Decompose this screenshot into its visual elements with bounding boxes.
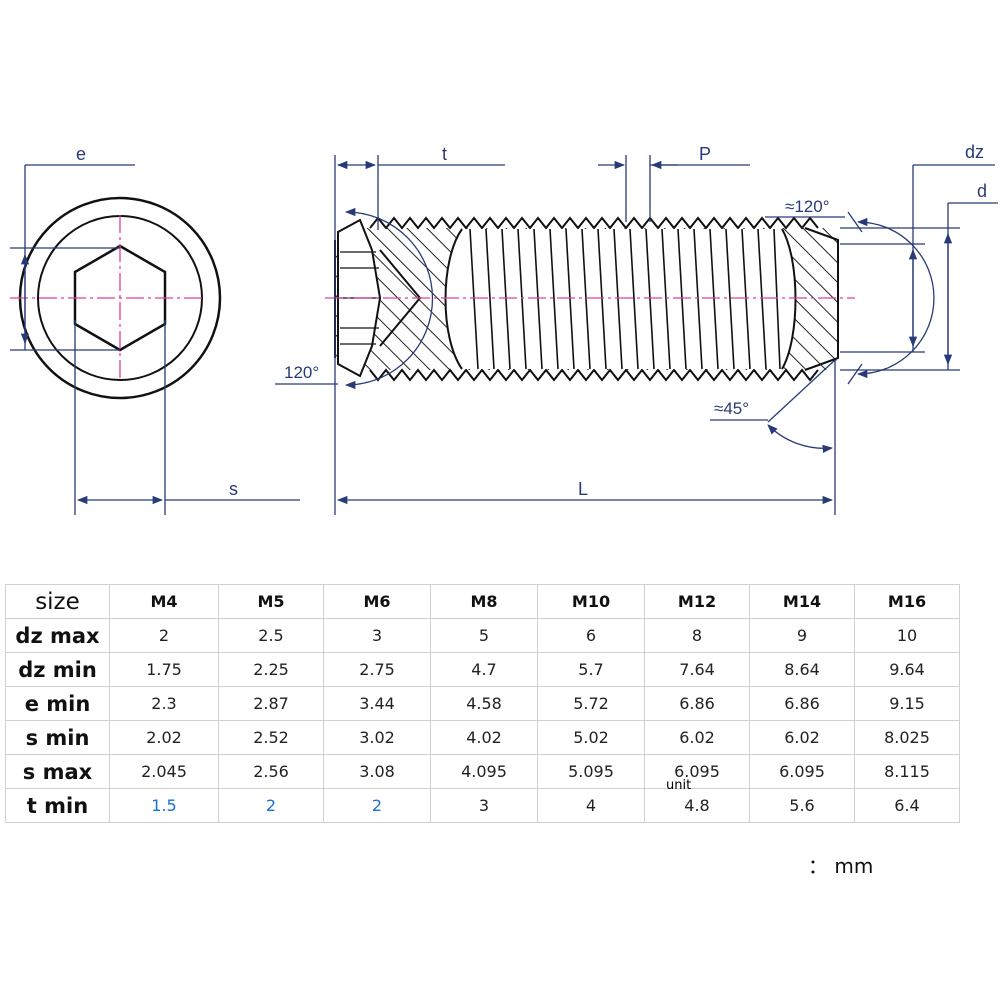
table-cell: 5.095 bbox=[537, 754, 645, 789]
angle-120-arc bbox=[856, 217, 935, 379]
table-corner: size bbox=[5, 584, 110, 619]
table-cell: 4.02 bbox=[430, 720, 538, 755]
table-row: s max 2.045 2.56 3.08 4.095 5.095 6.095 … bbox=[5, 754, 960, 789]
unit-overlay-text: unit bbox=[666, 778, 692, 793]
table-cell: 6.4 bbox=[854, 788, 960, 823]
table-cell: 2.5 bbox=[218, 618, 324, 653]
table-cell: 8.025 bbox=[854, 720, 960, 755]
column-header: M16 bbox=[854, 584, 960, 619]
table-cell: 3 bbox=[430, 788, 538, 823]
label-e: e bbox=[76, 144, 86, 164]
column-header: M4 bbox=[109, 584, 219, 619]
thread-flanks bbox=[469, 228, 781, 370]
row-header: s max bbox=[5, 754, 110, 789]
thread-top bbox=[369, 216, 819, 230]
label-angle-chamfer: ≈45° bbox=[714, 399, 749, 418]
table-cell: 2.56 bbox=[218, 754, 324, 789]
table-row: s min 2.02 2.52 3.02 4.02 5.02 6.02 6.02… bbox=[5, 720, 960, 755]
table-cell: 6.86 bbox=[749, 686, 855, 721]
row-header: s min bbox=[5, 720, 110, 755]
table-cell: 2.02 bbox=[109, 720, 219, 755]
table-cell: 4.7 bbox=[430, 652, 538, 687]
table-cell: 9.64 bbox=[854, 652, 960, 687]
table-cell: 1.5 bbox=[109, 788, 219, 823]
end-view bbox=[10, 164, 300, 515]
table-cell: 1.75 bbox=[109, 652, 219, 687]
label-s: s bbox=[229, 479, 238, 499]
table-cell: 9 bbox=[749, 618, 855, 653]
table-cell: 2.52 bbox=[218, 720, 324, 755]
technical-drawing: e s bbox=[10, 142, 998, 515]
table-cell: 5.72 bbox=[537, 686, 645, 721]
label-d: d bbox=[977, 181, 987, 201]
table-cell: 2 bbox=[218, 788, 324, 823]
table-cell: 2.045 bbox=[109, 754, 219, 789]
table-cell: 5 bbox=[430, 618, 538, 653]
table-cell: 2.3 bbox=[109, 686, 219, 721]
table-cell: 4.095 bbox=[430, 754, 538, 789]
table-cell: 6.86 bbox=[644, 686, 750, 721]
table-cell: 10 bbox=[854, 618, 960, 653]
column-header: M8 bbox=[430, 584, 538, 619]
table-cell: 6 bbox=[537, 618, 645, 653]
angle-45-arc bbox=[767, 424, 834, 454]
column-header: M6 bbox=[323, 584, 431, 619]
table-cell: 3.08 bbox=[323, 754, 431, 789]
table-header-row: size M4 M5 M6 M8 M10 M12 M14 M16 bbox=[5, 584, 960, 619]
table-cell: 2.25 bbox=[218, 652, 324, 687]
label-angle-top: ≈120° bbox=[785, 197, 830, 216]
table-row: dz min 1.75 2.25 2.75 4.7 5.7 7.64 8.64 … bbox=[5, 652, 960, 687]
table-cell: 4.58 bbox=[430, 686, 538, 721]
row-header: dz min bbox=[5, 652, 110, 687]
spec-table: size M4 M5 M6 M8 M10 M12 M14 M16 dz max … bbox=[5, 584, 960, 823]
table-cell: 2 bbox=[109, 618, 219, 653]
angle-120-socket-arc bbox=[344, 207, 434, 390]
table-cell: 3 bbox=[323, 618, 431, 653]
label-dz: dz bbox=[965, 142, 984, 162]
thread-visible-region bbox=[444, 228, 797, 370]
table-cell: 6.02 bbox=[749, 720, 855, 755]
table-cell: 3.44 bbox=[323, 686, 431, 721]
table-cell: 8.115 bbox=[854, 754, 960, 789]
table-row: e min 2.3 2.87 3.44 4.58 5.72 6.86 6.86 … bbox=[5, 686, 960, 721]
table-cell: 2.75 bbox=[323, 652, 431, 687]
table-cell: 4.8 bbox=[644, 788, 750, 823]
label-P: P bbox=[699, 144, 711, 164]
table-cell: 7.64 bbox=[644, 652, 750, 687]
table-row: dz max 2 2.5 3 5 6 8 9 10 bbox=[5, 618, 960, 653]
row-header: t min bbox=[5, 788, 110, 823]
table-cell: 5.02 bbox=[537, 720, 645, 755]
table-cell: 5.6 bbox=[749, 788, 855, 823]
label-t: t bbox=[442, 144, 447, 164]
row-header: e min bbox=[5, 686, 110, 721]
table-cell: 5.7 bbox=[537, 652, 645, 687]
thread-bottom bbox=[369, 368, 819, 382]
label-angle-left: 120° bbox=[284, 363, 319, 382]
table-cell: 4 bbox=[537, 788, 645, 823]
column-header: M14 bbox=[749, 584, 855, 619]
table-cell: 2 bbox=[323, 788, 431, 823]
table-cell: 2.87 bbox=[218, 686, 324, 721]
table-cell: 3.02 bbox=[323, 720, 431, 755]
column-header: M12 bbox=[644, 584, 750, 619]
table-cell: 8.64 bbox=[749, 652, 855, 687]
column-header: M5 bbox=[218, 584, 324, 619]
column-header: M10 bbox=[537, 584, 645, 619]
table-cell: 9.15 bbox=[854, 686, 960, 721]
table-cell: 6.02 bbox=[644, 720, 750, 755]
table-row: t min 1.5 2 2 3 4 4.8 5.6 6.4 bbox=[5, 788, 960, 823]
unit-note: ： mm bbox=[808, 854, 874, 878]
table-cell: 6.095 bbox=[749, 754, 855, 789]
row-header: dz max bbox=[5, 618, 110, 653]
label-L: L bbox=[578, 479, 588, 499]
table-cell: 8 bbox=[644, 618, 750, 653]
table-cell: 6.095 bbox=[644, 754, 750, 789]
side-view bbox=[275, 155, 998, 515]
